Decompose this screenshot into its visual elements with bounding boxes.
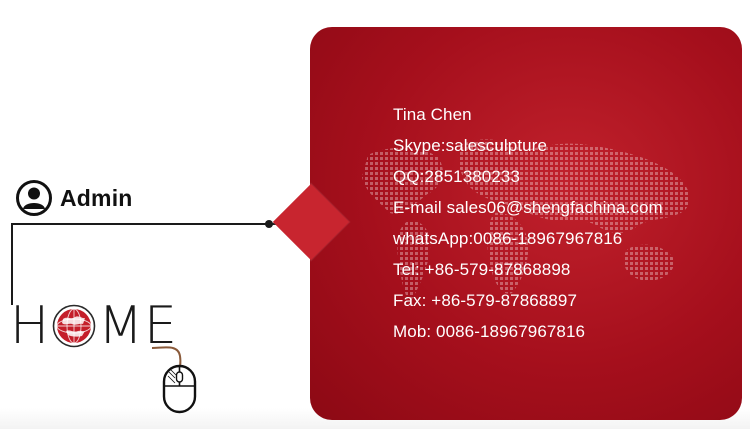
contact-tel[interactable]: Tel: +86-579-87868898 bbox=[393, 260, 571, 279]
admin-label: Admin bbox=[60, 184, 133, 211]
home-letter-e: E bbox=[143, 296, 178, 356]
contact-card: Tina Chen Skype:salesculpture QQ:2851380… bbox=[310, 27, 742, 420]
contact-fax[interactable]: Fax: +86-579-87868897 bbox=[393, 291, 578, 310]
home-letter-h: H bbox=[10, 296, 51, 356]
contact-list: Tina Chen Skype:salesculpture QQ:2851380… bbox=[393, 99, 663, 347]
home-letter-m: M bbox=[98, 296, 144, 356]
connector-line-vertical bbox=[11, 223, 13, 305]
user-icon bbox=[16, 180, 52, 216]
contact-whatsapp[interactable]: whatsApp:0086-18967967816 bbox=[393, 229, 623, 248]
contact-qq[interactable]: QQ:2851380233 bbox=[393, 167, 521, 186]
connector-dot bbox=[265, 220, 273, 228]
contact-email[interactable]: E-mail sales06@shengfachina.com bbox=[393, 198, 663, 217]
globe-icon bbox=[52, 304, 96, 348]
connector-line bbox=[11, 223, 269, 225]
contact-mob[interactable]: Mob: 0086-18967967816 bbox=[393, 322, 586, 341]
home-logo[interactable]: H M E bbox=[10, 298, 178, 354]
mouse-icon bbox=[151, 346, 197, 414]
world-map-background bbox=[362, 139, 690, 303]
admin-link[interactable]: Admin bbox=[16, 180, 133, 216]
contact-name: Tina Chen bbox=[393, 105, 472, 124]
contact-skype[interactable]: Skype:salesculpture bbox=[393, 136, 548, 155]
